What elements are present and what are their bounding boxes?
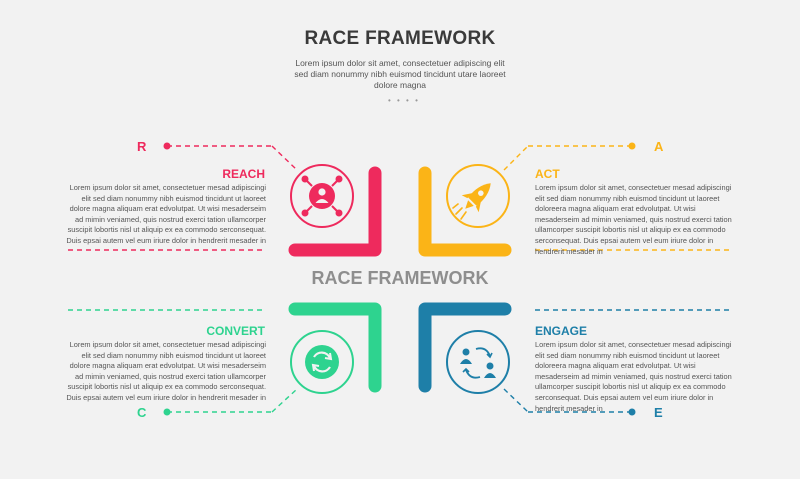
engage-connectors [503, 309, 730, 413]
engage-letter: E [654, 405, 663, 420]
reach-heading: REACH [222, 167, 265, 181]
convert-connectors [68, 309, 298, 413]
refresh-cycle-icon [290, 330, 354, 394]
center-title: RACE FRAMEWORK [311, 268, 489, 288]
engage-heading: ENGAGE [535, 324, 588, 338]
convert-heading: CONVERT [206, 324, 265, 338]
person-network-icon [290, 164, 354, 228]
convert-letter: C [137, 405, 147, 420]
reach-bracket [288, 166, 382, 257]
rocket-icon [446, 164, 510, 228]
act-heading: ACT [535, 167, 560, 181]
page-subtitle: Lorem ipsum dolor sit amet, consectetuer… [294, 58, 506, 90]
act-letter: A [654, 139, 664, 154]
convert-dot [163, 408, 171, 416]
act-connectors [503, 145, 730, 251]
engage-dot [628, 408, 636, 416]
engage-description: Lorem ipsum dolor sit amet, consectetuer… [535, 340, 732, 413]
convert-description: Lorem ipsum dolor sit amet, consectetuer… [66, 340, 266, 402]
reach-dot [163, 142, 171, 150]
engage-bracket [418, 302, 512, 393]
reach-description: Lorem ipsum dolor sit amet, consectetuer… [66, 183, 266, 245]
page-title: RACE FRAMEWORK [304, 28, 496, 49]
divider-dots: • • • • [388, 96, 420, 105]
reach-letter: R [137, 139, 147, 154]
people-exchange-icon [446, 330, 510, 394]
act-dot [628, 142, 636, 150]
reach-connectors [68, 145, 298, 251]
act-bracket [418, 166, 512, 257]
convert-bracket [288, 302, 382, 393]
act-description: Lorem ipsum dolor sit amet, consectetuer… [535, 183, 732, 256]
